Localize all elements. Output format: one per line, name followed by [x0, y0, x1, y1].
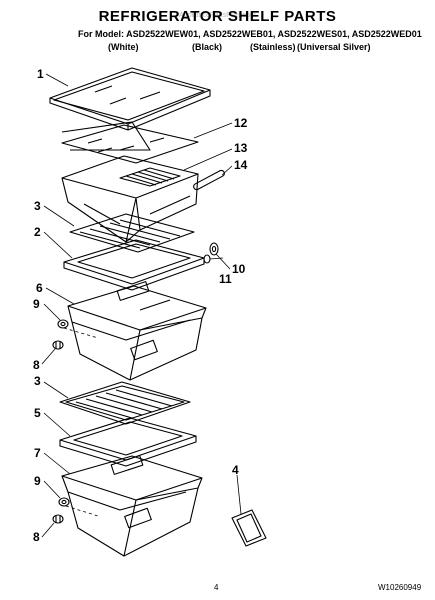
- part-7-lower-drawer: [61, 455, 203, 557]
- callout-1: 1: [37, 67, 44, 81]
- watermark-text: AppliancePartsPros.com: [179, 12, 256, 19]
- color-white: (White): [108, 42, 139, 52]
- callout-5: 5: [34, 406, 41, 420]
- callout-8-lower: 8: [33, 530, 40, 544]
- callout-13: 13: [234, 141, 248, 155]
- document-number: W10260949: [378, 583, 422, 592]
- part-10-11-hardware: [203, 242, 219, 264]
- part-13-crisper-cover: [61, 155, 199, 243]
- callout-14: 14: [234, 158, 248, 172]
- leader-lines: [41, 73, 242, 538]
- page-number: 4: [214, 583, 219, 592]
- part-4-bracket: [231, 509, 267, 547]
- color-stainless: (Stainless): [250, 42, 296, 52]
- callout-7: 7: [34, 446, 41, 460]
- callout-3-upper: 3: [34, 199, 41, 213]
- part-2-drawer-frame: [63, 239, 205, 301]
- part-3-upper-wire-shelf: [69, 213, 195, 253]
- callout-9-lower: 9: [34, 474, 41, 488]
- callout-11: 11: [219, 272, 232, 286]
- model-numbers: For Model: ASD2522WEW01, ASD2522WEB01, A…: [78, 29, 422, 39]
- color-universal-silver: (Universal Silver): [297, 42, 371, 52]
- dashed-alignment-lines: [63, 327, 99, 517]
- callout-12: 12: [234, 116, 248, 130]
- part-9-8-upper-fasteners: [52, 319, 69, 350]
- callout-8-upper: 8: [33, 358, 40, 372]
- callout-4: 4: [232, 463, 239, 477]
- callout-2: 2: [34, 225, 41, 239]
- part-5-drawer-frame: [59, 417, 197, 475]
- page-title: REFRIGERATOR SHELF PARTS: [98, 8, 337, 25]
- callout-9-upper: 9: [33, 297, 40, 311]
- part-14-drawer-handle: [149, 169, 225, 215]
- part-3-lower-wire-shelf: [59, 381, 191, 425]
- part-9-8-lower-fasteners: [52, 497, 70, 524]
- part-1-glass-shelf: [49, 67, 211, 151]
- part-12-glass-panel: [61, 124, 199, 164]
- part-6-drawer: [67, 285, 207, 381]
- callout-6: 6: [36, 281, 43, 295]
- callout-10: 10: [232, 262, 246, 276]
- color-black: (Black): [192, 42, 223, 52]
- callout-3-lower: 3: [34, 374, 41, 388]
